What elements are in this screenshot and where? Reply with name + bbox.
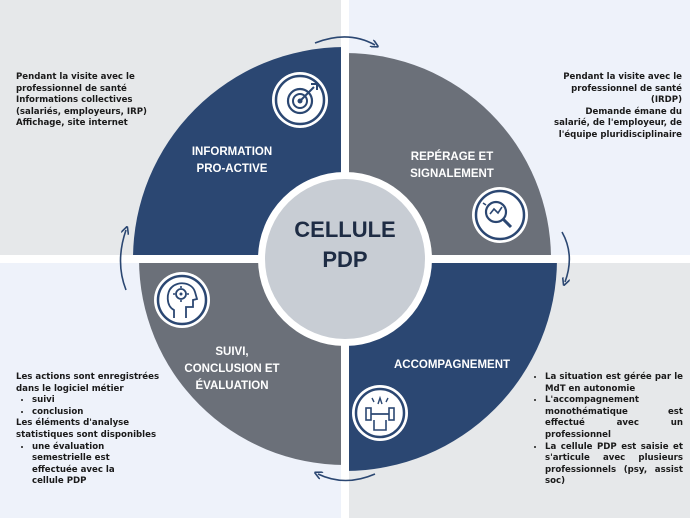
note-line: Pendant la visite avec le: [563, 72, 682, 82]
note-list: une évaluation semestrielle est effectué…: [16, 442, 142, 488]
label-suivi-line3: ÉVALUATION: [195, 379, 268, 392]
note-line: professionnel de santé: [16, 83, 127, 94]
note-line: Pendant la visite avec le: [16, 72, 135, 82]
note-line: (IRDP): [650, 95, 682, 106]
cycle-arrow-left: [119, 230, 127, 291]
center-circle-fill: [265, 179, 425, 339]
note-list: La situation est gérée par le MdT en aut…: [533, 372, 683, 488]
center-title-line1: CELLULE: [294, 217, 395, 242]
label-reperage-line1: REPÉRAGE ET: [411, 150, 493, 163]
note-line: professionnel de santé: [571, 83, 682, 94]
target-icon: [272, 72, 328, 128]
note-line: (salariés, employeurs, IRP): [16, 106, 147, 117]
center-title-line2: PDP: [322, 247, 367, 272]
note-line: Les éléments d'analyse: [16, 418, 130, 429]
list-item: L'accompagnement monothématique est effe…: [545, 395, 683, 441]
list-item: La cellule PDP est saisie et s'articule …: [545, 442, 683, 488]
note-list: suivi conclusion: [16, 395, 186, 418]
list-item: La situation est gérée par le MdT en aut…: [545, 372, 683, 395]
list-item: une évaluation semestrielle est effectué…: [32, 442, 142, 488]
search-analysis-icon: [472, 187, 528, 243]
list-item: suivi: [32, 395, 186, 407]
label-suivi-line2: CONCLUSION ET: [184, 363, 279, 375]
cycle-arrow-bottom: [318, 474, 376, 482]
note-line: Demande émane du: [585, 106, 682, 117]
note-line: l'équipe pluridisciplinaire: [558, 129, 682, 140]
label-suivi-line1: SUIVI,: [215, 346, 248, 358]
note-line: Informations collectives: [16, 95, 133, 106]
label-reperage-line2: SIGNALEMENT: [410, 168, 494, 180]
note-accompagnement: La situation est gérée par le MdT en aut…: [533, 372, 683, 488]
head-gear-icon: [154, 272, 210, 328]
note-reperage: Pendant la visite avec le professionnel …: [532, 72, 682, 142]
list-item: conclusion: [32, 407, 186, 419]
note-line: statistiques sont disponibles: [16, 429, 157, 440]
note-information: Pendant la visite avec le professionnel …: [16, 72, 186, 130]
strength-icon: [352, 385, 408, 441]
note-line: salarié, de l'employeur, de: [553, 118, 682, 129]
note-line: Les actions sont enregistrées: [16, 372, 160, 382]
note-line: dans le logiciel métier: [16, 383, 124, 394]
cycle-arrow-right: [561, 231, 569, 282]
label-information-line2: PRO-ACTIVE: [197, 163, 268, 175]
cycle-arrow-top: [314, 36, 375, 45]
label-accompagnement: ACCOMPAGNEMENT: [394, 359, 510, 371]
note-suivi: Les actions sont enregistrées dans le lo…: [16, 372, 186, 488]
note-line: Affichage, site internet: [16, 118, 128, 129]
label-information-line1: INFORMATION: [192, 146, 272, 158]
